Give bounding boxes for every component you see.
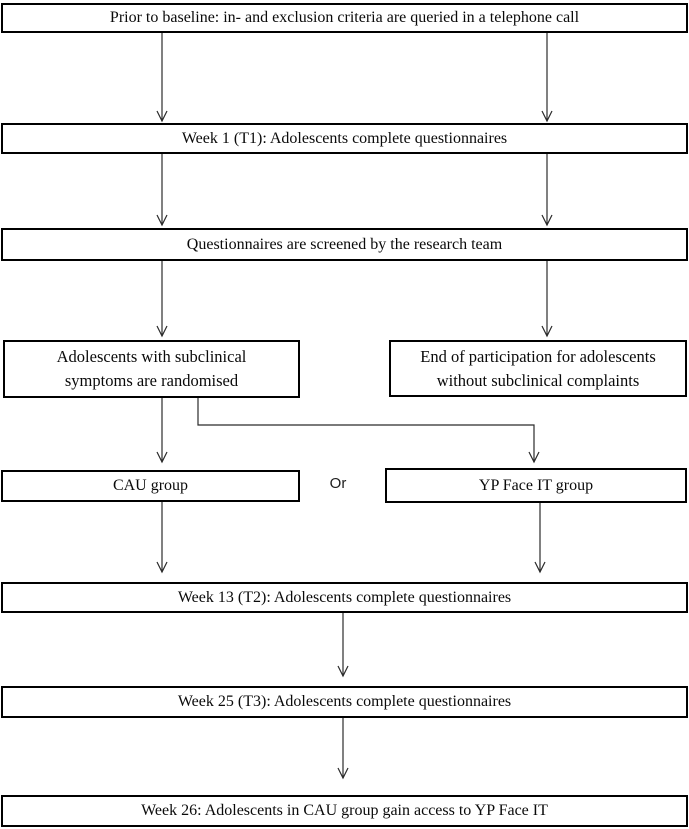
node-week1: Week 1 (T1): Adolescents complete questi… bbox=[1, 123, 688, 154]
node-cau-group-label: CAU group bbox=[112, 477, 189, 495]
node-randomised-label: Adolescents with subclinical symptoms ar… bbox=[56, 347, 247, 390]
node-week25-label: Week 25 (T3): Adolescents complete quest… bbox=[177, 693, 512, 711]
node-screened-label: Questionnaires are screened by the resea… bbox=[186, 235, 503, 253]
node-cau-group: CAU group bbox=[1, 470, 300, 502]
node-end-participation: End of participation for adolescents wit… bbox=[389, 340, 687, 397]
node-week13: Week 13 (T2): Adolescents complete quest… bbox=[1, 582, 688, 613]
node-week26: Week 26: Adolescents in CAU group gain a… bbox=[1, 795, 688, 827]
node-screened: Questionnaires are screened by the resea… bbox=[1, 228, 688, 261]
or-label: Or bbox=[329, 475, 347, 492]
node-prior-baseline-label: Prior to baseline: in- and exclusion cri… bbox=[109, 9, 580, 27]
node-week25: Week 25 (T3): Adolescents complete quest… bbox=[1, 686, 688, 718]
node-yp-face-it-group-label: YP Face IT group bbox=[478, 476, 594, 494]
node-randomised: Adolescents with subclinical symptoms ar… bbox=[3, 340, 300, 398]
node-end-participation-label: End of participation for adolescents wit… bbox=[420, 346, 656, 390]
node-week1-label: Week 1 (T1): Adolescents complete questi… bbox=[181, 129, 508, 147]
node-yp-face-it-group: YP Face IT group bbox=[385, 468, 687, 503]
arrow-randomised-ypfaceit bbox=[197, 398, 540, 464]
node-prior-baseline: Prior to baseline: in- and exclusion cri… bbox=[1, 3, 688, 33]
node-week26-label: Week 26: Adolescents in CAU group gain a… bbox=[141, 802, 548, 820]
node-week13-label: Week 13 (T2): Adolescents complete quest… bbox=[177, 588, 512, 606]
